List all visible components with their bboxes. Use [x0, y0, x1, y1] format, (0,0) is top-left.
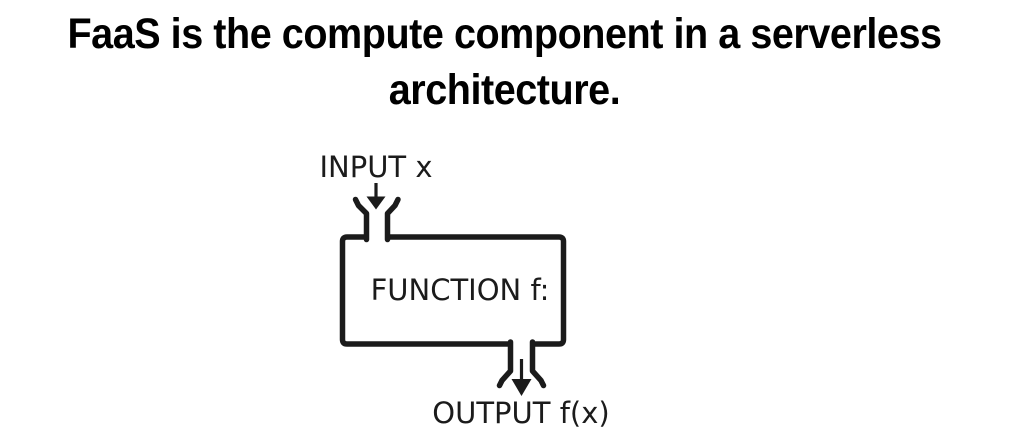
function-label: FUNCTION f:: [370, 273, 550, 307]
input-funnel: [352, 196, 401, 243]
output-funnel: [496, 339, 547, 389]
output-arrow-icon: [511, 359, 532, 396]
page-title-line2: architecture.: [388, 66, 621, 114]
page-title: FaaS is the compute component in a serve…: [40, 6, 968, 118]
input-arrow-icon: [366, 183, 386, 210]
input-label: INPUT x: [319, 150, 433, 184]
function-box: [339, 234, 567, 347]
output-label: OUTPUT f(x): [432, 396, 610, 430]
page-title-line1: FaaS is the compute component in a serve…: [67, 10, 942, 58]
